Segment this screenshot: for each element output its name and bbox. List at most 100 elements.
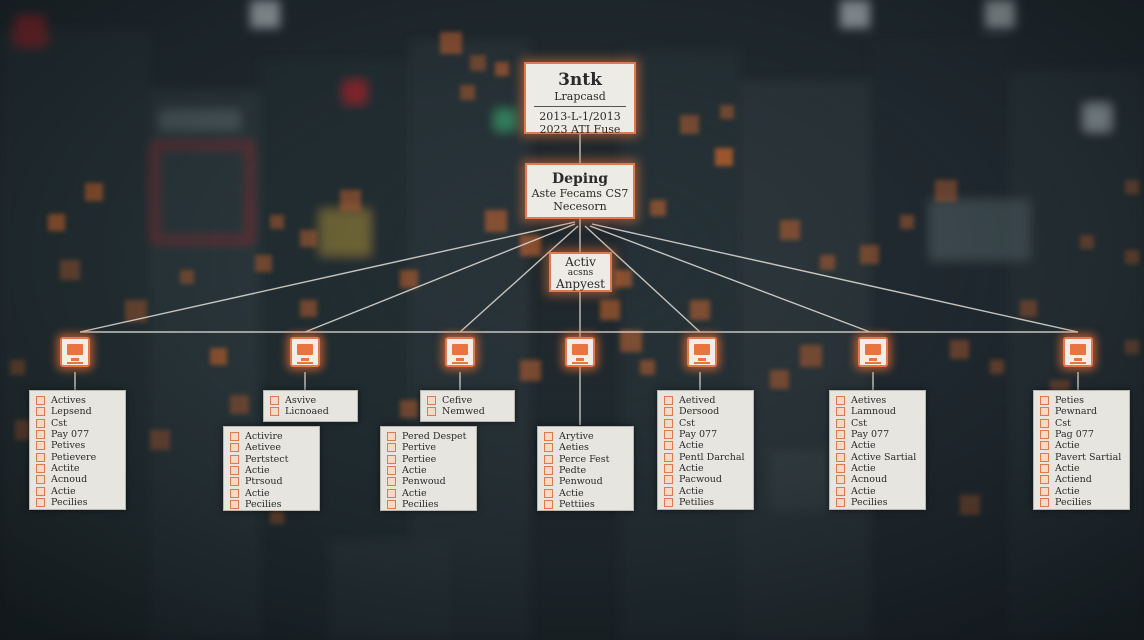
checkbox-icon[interactable] [836, 486, 845, 496]
checkbox-icon[interactable] [664, 486, 673, 496]
checkbox-icon[interactable] [387, 466, 396, 476]
status-list-item[interactable]: Actie [230, 465, 313, 476]
checkbox-icon[interactable] [270, 407, 279, 417]
status-list-item[interactable]: Active Sartial [836, 451, 919, 463]
checkbox-icon[interactable] [836, 430, 845, 440]
checkbox-icon[interactable] [1040, 475, 1049, 485]
status-list-item[interactable]: Cefive [427, 395, 508, 406]
checkbox-icon[interactable] [1040, 463, 1049, 473]
status-list-item[interactable]: Petives [36, 440, 119, 451]
status-list-item[interactable]: Pay 077 [664, 429, 747, 440]
checkbox-icon[interactable] [36, 407, 45, 417]
status-list-item[interactable]: Asvive [270, 395, 351, 406]
status-list-item[interactable]: Actie [387, 487, 470, 499]
checkbox-icon[interactable] [544, 466, 553, 476]
checkbox-icon[interactable] [664, 430, 673, 440]
computer-monitor-icon[interactable] [687, 337, 717, 367]
status-list-item[interactable]: Petievere [36, 451, 119, 463]
checkbox-icon[interactable] [387, 488, 396, 498]
computer-monitor-icon[interactable] [858, 337, 888, 367]
status-list-item[interactable]: Actives [36, 395, 119, 406]
status-list-item[interactable]: Acnoud [36, 474, 119, 485]
status-list-item[interactable]: Arytive [544, 431, 627, 442]
checkbox-icon[interactable] [836, 452, 845, 462]
checkbox-icon[interactable] [836, 441, 845, 451]
checkbox-icon[interactable] [664, 407, 673, 417]
status-list-item[interactable]: Actie [836, 485, 919, 497]
checkbox-icon[interactable] [1040, 497, 1049, 507]
status-list-item[interactable]: Aetives [836, 395, 919, 406]
status-list-item[interactable]: Pedte [544, 465, 627, 476]
checkbox-icon[interactable] [387, 443, 396, 453]
status-list-item[interactable]: Actie [664, 463, 747, 474]
status-list-item[interactable]: Pewnard [1040, 406, 1123, 417]
checkbox-icon[interactable] [387, 454, 396, 464]
status-list-item[interactable]: Pettiies [544, 499, 627, 510]
status-list-item[interactable]: Peties [1040, 395, 1123, 406]
checkbox-icon[interactable] [544, 499, 553, 509]
checkbox-icon[interactable] [36, 497, 45, 507]
mid-node-card[interactable]: Deping Aste Fecams CS7 Necesorn [525, 163, 635, 219]
status-list-item[interactable]: Actie [836, 440, 919, 451]
status-list-item[interactable]: Pay 077 [836, 429, 919, 440]
status-list-item[interactable]: Dersood [664, 406, 747, 417]
checkbox-icon[interactable] [1040, 430, 1049, 440]
status-list-item[interactable]: Penwoud [387, 476, 470, 487]
checkbox-icon[interactable] [1040, 407, 1049, 417]
computer-monitor-icon[interactable] [565, 337, 595, 367]
checkbox-icon[interactable] [664, 475, 673, 485]
checkbox-icon[interactable] [1040, 396, 1049, 406]
status-list-item[interactable]: Acnoud [836, 474, 919, 485]
checkbox-icon[interactable] [544, 477, 553, 487]
status-list-item[interactable]: Actie [664, 485, 747, 497]
status-list-item[interactable]: Pecilies [230, 499, 313, 510]
status-list-item[interactable]: Perce Fest [544, 454, 627, 465]
checkbox-icon[interactable] [230, 432, 239, 442]
checkbox-icon[interactable] [836, 407, 845, 417]
checkbox-icon[interactable] [836, 396, 845, 406]
status-list-item[interactable]: Actie [387, 465, 470, 476]
status-list-item[interactable]: Cst [664, 418, 747, 429]
status-list-item[interactable]: Pag 077 [1040, 429, 1123, 440]
checkbox-icon[interactable] [270, 396, 279, 406]
computer-monitor-icon[interactable] [1063, 337, 1093, 367]
checkbox-icon[interactable] [230, 466, 239, 476]
checkbox-icon[interactable] [36, 441, 45, 451]
status-list-item[interactable]: Pay 077 [36, 429, 119, 440]
status-list-item[interactable]: Activire [230, 431, 313, 442]
checkbox-icon[interactable] [544, 488, 553, 498]
status-list-item[interactable]: Pentl Darchal [664, 451, 747, 463]
computer-monitor-icon[interactable] [445, 337, 475, 367]
computer-monitor-icon[interactable] [60, 337, 90, 367]
status-list-item[interactable]: Pecilies [1040, 497, 1123, 508]
status-list-item[interactable]: Pacwoud [664, 474, 747, 485]
checkbox-icon[interactable] [230, 488, 239, 498]
status-list-item[interactable]: Cst [836, 418, 919, 429]
checkbox-icon[interactable] [1040, 452, 1049, 462]
status-list-item[interactable]: Cst [1040, 418, 1123, 429]
status-list-item[interactable]: Actie [1040, 485, 1123, 497]
checkbox-icon[interactable] [230, 499, 239, 509]
checkbox-icon[interactable] [836, 463, 845, 473]
root-node-card[interactable]: 3ntk Lrapcasd 2013-L-1/2013 2023 ATI Fus… [524, 62, 636, 136]
checkbox-icon[interactable] [36, 396, 45, 406]
status-list-item[interactable]: Lamnoud [836, 406, 919, 417]
checkbox-icon[interactable] [544, 432, 553, 442]
status-list-item[interactable]: Actie [230, 487, 313, 499]
status-list-item[interactable]: Actiend [1040, 474, 1123, 485]
status-list-item[interactable]: Actie [1040, 463, 1123, 474]
checkbox-icon[interactable] [1040, 441, 1049, 451]
checkbox-icon[interactable] [230, 454, 239, 464]
status-list-item[interactable]: Petilies [664, 497, 747, 508]
status-list-item[interactable]: Pecilies [387, 499, 470, 510]
computer-monitor-icon[interactable] [290, 337, 320, 367]
checkbox-icon[interactable] [836, 418, 845, 428]
checkbox-icon[interactable] [36, 418, 45, 428]
checkbox-icon[interactable] [664, 463, 673, 473]
status-list-item[interactable]: Nemwed [427, 406, 508, 417]
status-list-item[interactable]: Penwoud [544, 476, 627, 487]
checkbox-icon[interactable] [664, 396, 673, 406]
checkbox-icon[interactable] [664, 418, 673, 428]
checkbox-icon[interactable] [427, 396, 436, 406]
checkbox-icon[interactable] [544, 454, 553, 464]
